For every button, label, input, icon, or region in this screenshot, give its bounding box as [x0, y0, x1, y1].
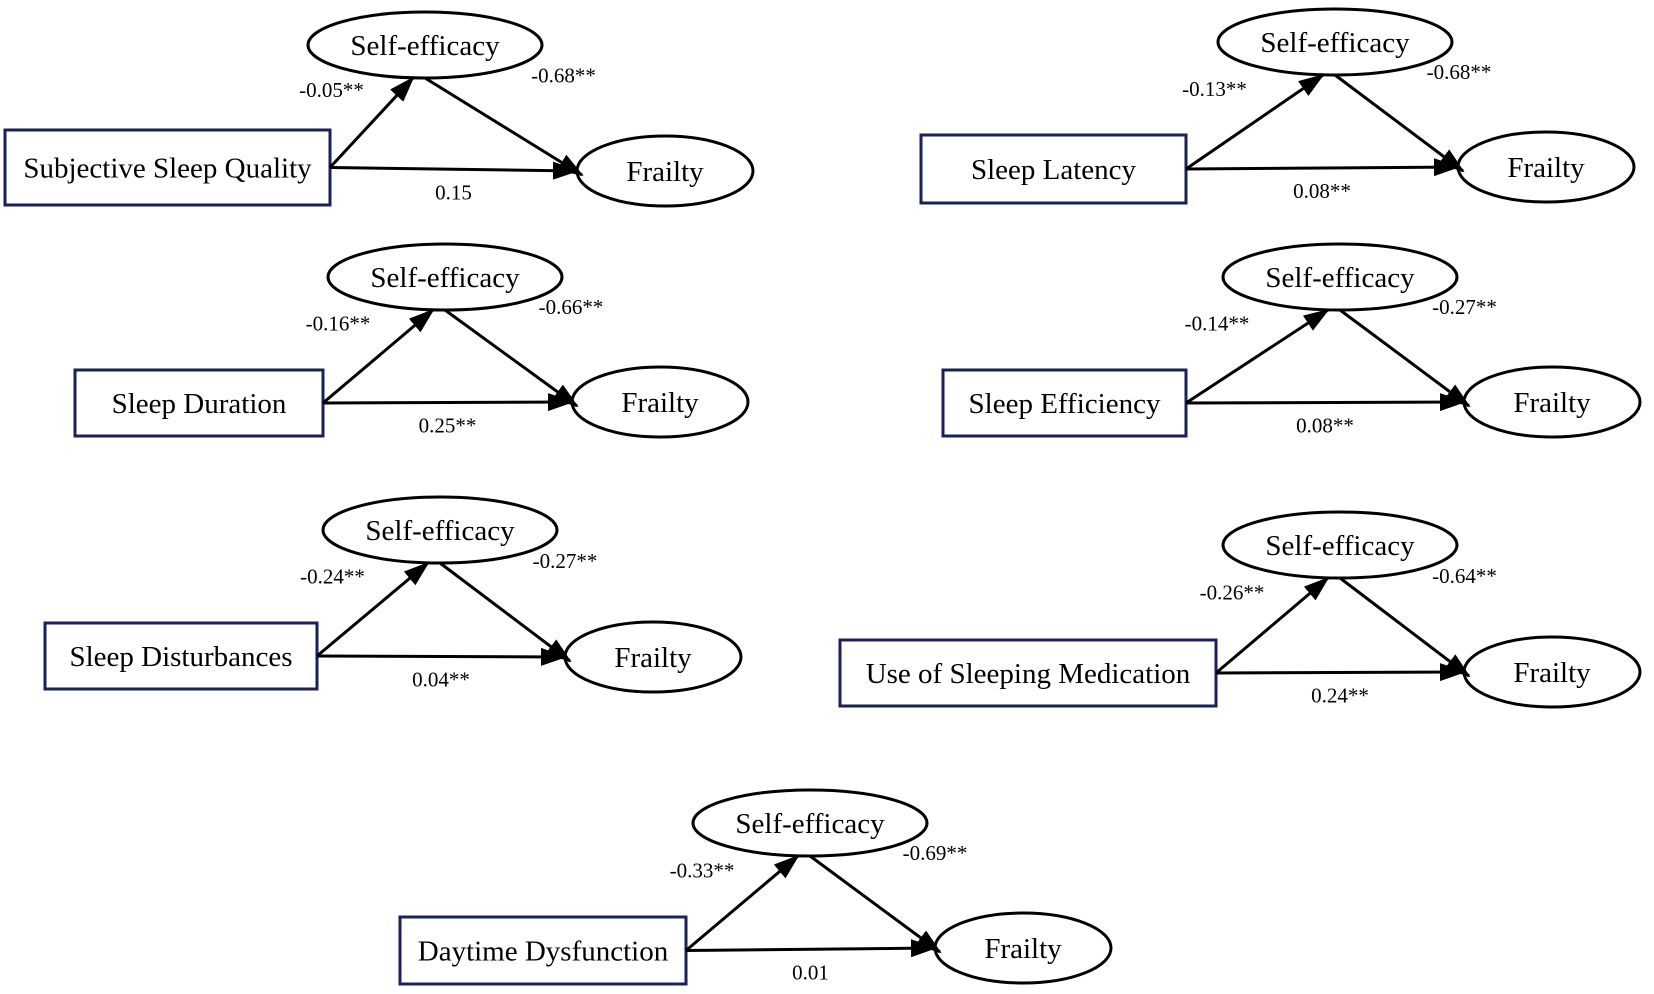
mediator-label: Self-efficacy	[1265, 530, 1415, 562]
predictor-box	[43, 621, 319, 691]
outcome-label: Frailty	[1513, 387, 1591, 419]
path-a-coefficient: -0.13**	[1182, 77, 1247, 101]
path-b-arrow	[439, 561, 572, 663]
path-c-arrow	[1215, 663, 1466, 682]
path-b-arrow	[1339, 576, 1471, 678]
path-c-coefficient: 0.01	[792, 960, 829, 984]
path-a-arrow	[1185, 308, 1330, 405]
path-a-coefficient: -0.24**	[300, 565, 365, 589]
path-c-coefficient: 0.08**	[1293, 179, 1351, 203]
path-c-arrow	[322, 393, 574, 412]
path-c-arrow	[1185, 158, 1460, 177]
path-c-coefficient: 0.08**	[1296, 414, 1354, 438]
path-b-coefficient: -0.27**	[533, 549, 598, 573]
mediator-label: Self-efficacy	[350, 30, 500, 62]
predictor-box	[3, 128, 332, 207]
path-c-coefficient: 0.04**	[412, 668, 470, 692]
predictor-label: Daytime Dysfunction	[418, 936, 669, 968]
mediator-label: Self-efficacy	[1260, 27, 1410, 59]
path-a-coefficient: -0.26**	[1200, 581, 1265, 605]
path-c-coefficient: 0.24**	[1311, 684, 1369, 708]
path-a-arrow	[1185, 73, 1325, 171]
path-c-arrow	[1185, 393, 1466, 412]
predictor-label: Sleep Disturbances	[69, 641, 292, 673]
path-c-coefficient: 0.15	[435, 180, 472, 204]
path-a-arrow	[1215, 576, 1330, 675]
mediator-label: Self-efficacy	[365, 515, 515, 547]
mediation-model-6: Use of Sleeping Medication Self-efficacyF…	[838, 510, 1642, 709]
path-c-arrow	[329, 161, 579, 180]
path-b-arrow	[444, 308, 579, 408]
path-b-arrow	[1334, 73, 1465, 173]
path-c-arrow	[685, 939, 937, 958]
path-c-coefficient: 0.25**	[419, 414, 477, 438]
predictor-label: Sleep Duration	[112, 388, 287, 420]
path-a-arrow	[316, 561, 430, 658]
outcome-label: Frailty	[614, 642, 692, 674]
outcome-label: Frailty	[984, 933, 1062, 965]
predictor-label: Sleep Latency	[971, 154, 1137, 186]
path-a-coefficient: -0.33**	[670, 858, 735, 882]
path-b-coefficient: -0.66**	[539, 295, 604, 319]
path-b-coefficient: -0.68**	[1427, 60, 1492, 84]
path-b-coefficient: -0.64**	[1432, 564, 1497, 588]
predictor-box	[398, 915, 688, 986]
mediation-model-1: Subjective Sleep Quality Self-efficacyFra…	[3, 10, 755, 208]
mediator-label: Self-efficacy	[735, 808, 885, 840]
path-c-arrow	[316, 647, 567, 666]
outcome-label: Frailty	[626, 156, 704, 188]
path-a-coefficient: -0.14**	[1185, 312, 1250, 336]
path-b-arrow	[1339, 308, 1471, 408]
predictor-label: Use of Sleeping Medication	[866, 658, 1191, 690]
path-a-coefficient: -0.05**	[299, 78, 364, 102]
path-a-arrow	[685, 854, 800, 952]
path-b-coefficient: -0.27**	[1432, 295, 1497, 319]
mediator-label: Self-efficacy	[1265, 262, 1415, 294]
path-b-coefficient: -0.68**	[531, 64, 596, 88]
outcome-label: Frailty	[1507, 152, 1585, 184]
path-b-arrow	[424, 76, 584, 177]
predictor-box	[941, 368, 1188, 438]
predictor-box	[919, 133, 1188, 205]
predictor-label: Subjective Sleep Quality	[23, 153, 312, 185]
path-b-coefficient: -0.69**	[903, 841, 968, 865]
mediator-label: Self-efficacy	[370, 262, 520, 294]
path-a-coefficient: -0.16**	[306, 312, 371, 336]
predictor-label: Sleep Efficiency	[969, 388, 1161, 420]
path-a-arrow	[328, 76, 415, 169]
path-b-arrow	[809, 854, 942, 954]
outcome-label: Frailty	[621, 387, 699, 419]
outcome-label: Frailty	[1513, 657, 1591, 689]
path-a-arrow	[322, 308, 435, 405]
